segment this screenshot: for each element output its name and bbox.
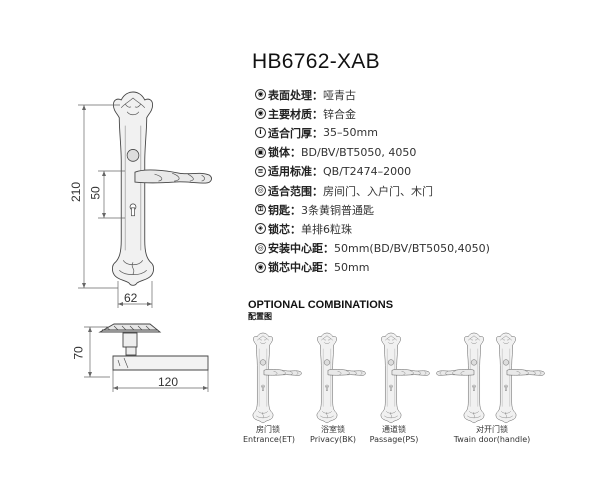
- dimension-height-total: 210: [69, 181, 84, 203]
- spec-value: 锌合金: [323, 107, 356, 121]
- material-icon: ◉: [255, 108, 266, 120]
- spec-label: 适用标准：: [268, 165, 323, 179]
- optional-combinations-subtitle: 配置图: [248, 312, 272, 321]
- dimension-width: 62: [124, 291, 138, 305]
- combo-label-en: Passage(PS): [369, 435, 419, 444]
- dimension-center-distance: 50: [88, 186, 103, 200]
- spec-value: QB/T2474–2000: [323, 164, 412, 178]
- dimension-depth: 70: [71, 346, 86, 360]
- spec-row-cylinder-distance: ◉ 锁芯中心距： 50mm: [255, 258, 490, 277]
- combo-entrance: 房门锁 Entrance(ET): [243, 425, 296, 445]
- spec-label: 锁芯：: [268, 222, 301, 236]
- scope-icon: ◎: [255, 185, 266, 197]
- spec-row-scope: ◎ 适合范围： 房间门、入户门、木门: [255, 181, 490, 200]
- spec-row-install-distance: ◎ 安装中心距： 50mm(BD/BV/BT5050,4050): [255, 239, 490, 258]
- spec-label: 适合门厚：: [268, 126, 323, 140]
- cylinder-distance-icon: ◉: [255, 261, 266, 273]
- spec-row-door-thickness: i 适合门厚： 35–50mm: [255, 123, 490, 142]
- combo-twain-door: 对开门锁 Twain door(handle): [450, 425, 534, 445]
- combo-privacy: 浴室锁 Privacy(BK): [305, 425, 361, 445]
- spec-value: 单排6粒珠: [301, 222, 352, 236]
- spec-value: 50mm(BD/BV/BT5050,4050): [334, 241, 490, 255]
- key-icon: ⚿: [255, 204, 266, 216]
- spec-value: BD/BV/BT5050, 4050: [301, 145, 417, 159]
- spec-label: 锁体：: [268, 146, 301, 160]
- surface-icon: ◉: [255, 89, 266, 101]
- spec-row-cylinder: ◈ 锁芯： 单排6粒珠: [255, 219, 490, 238]
- combo-label-en: Privacy(BK): [310, 435, 356, 444]
- info-icon: i: [255, 127, 266, 139]
- lock-body-icon: ▣: [255, 146, 266, 158]
- spec-row-standard: ≡ 适用标准： QB/T2474–2000: [255, 162, 490, 181]
- dimension-handle-length: 120: [158, 375, 179, 389]
- spec-value: 哑青古: [323, 88, 356, 102]
- spec-value: 房间门、入户门、木门: [323, 184, 433, 198]
- install-icon: ◎: [255, 242, 266, 254]
- spec-list: ◉ 表面处理： 哑青古 ◉ 主要材质： 锌合金 i 适合门厚： 35–50mm …: [255, 85, 490, 277]
- spec-label: 安装中心距：: [268, 242, 334, 256]
- optional-combinations-title: OPTIONAL COMBINATIONS: [248, 299, 394, 311]
- combo-label-cn: 通道锁: [382, 425, 406, 434]
- standard-icon: ≡: [255, 165, 266, 177]
- spec-label: 主要材质：: [268, 107, 323, 121]
- combo-label-cn: 房门锁: [256, 425, 280, 434]
- spec-label: 表面处理：: [268, 88, 323, 102]
- spec-label: 钥匙：: [268, 203, 301, 217]
- spec-row-lock-body: ▣ 锁体： BD/BV/BT5050, 4050: [255, 143, 490, 162]
- spec-row-surface: ◉ 表面处理： 哑青古: [255, 85, 490, 104]
- spec-value: 3条黄铜普通匙: [301, 203, 374, 217]
- combo-label-cn: 浴室锁: [321, 425, 345, 434]
- combo-label-en: Twain door(handle): [453, 435, 531, 444]
- spec-value: 50mm: [334, 260, 370, 274]
- combo-label-en: Entrance(ET): [243, 435, 296, 444]
- spec-value: 35–50mm: [323, 126, 378, 140]
- spec-label: 锁芯中心距：: [268, 261, 334, 275]
- cylinder-icon: ◈: [255, 223, 266, 235]
- spec-row-key: ⚿ 钥匙： 3条黄铜普通匙: [255, 200, 490, 219]
- combo-label-cn: 对开门锁: [476, 425, 508, 434]
- spec-label: 适合范围：: [268, 184, 323, 198]
- combo-passage: 通道锁 Passage(PS): [366, 425, 422, 445]
- model-number: HB6762-XAB: [252, 50, 380, 73]
- spec-row-material: ◉ 主要材质： 锌合金: [255, 104, 490, 123]
